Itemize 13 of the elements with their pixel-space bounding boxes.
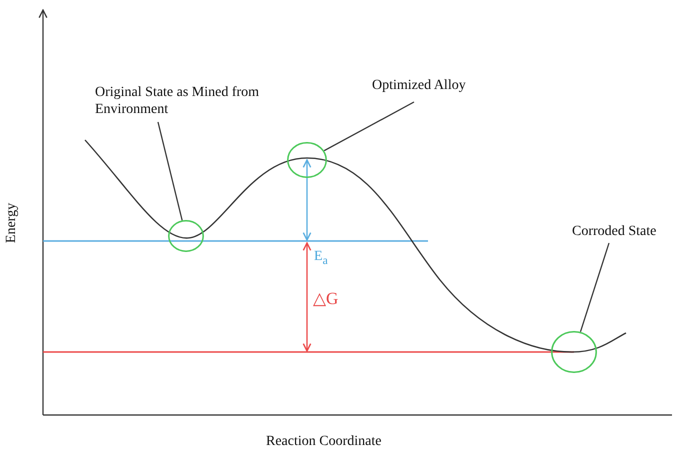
highlight-circle — [551, 331, 597, 373]
callout-text: Optimized Alloy — [372, 77, 482, 94]
callout-text: Corroded State — [572, 223, 682, 240]
axis-title: Energy — [4, 202, 20, 244]
highlight-circle — [287, 142, 327, 178]
quantity-label: E$_{a}$ — [314, 249, 328, 267]
leader-line — [324, 101, 414, 152]
callout-text: Original State as Mined from Environment — [95, 84, 270, 118]
highlight-circle — [168, 220, 204, 252]
leader-line — [580, 242, 610, 332]
quantity-label: △G — [313, 288, 338, 309]
leader-line — [157, 122, 183, 221]
axis-title: Reaction Coordinate — [266, 434, 382, 450]
